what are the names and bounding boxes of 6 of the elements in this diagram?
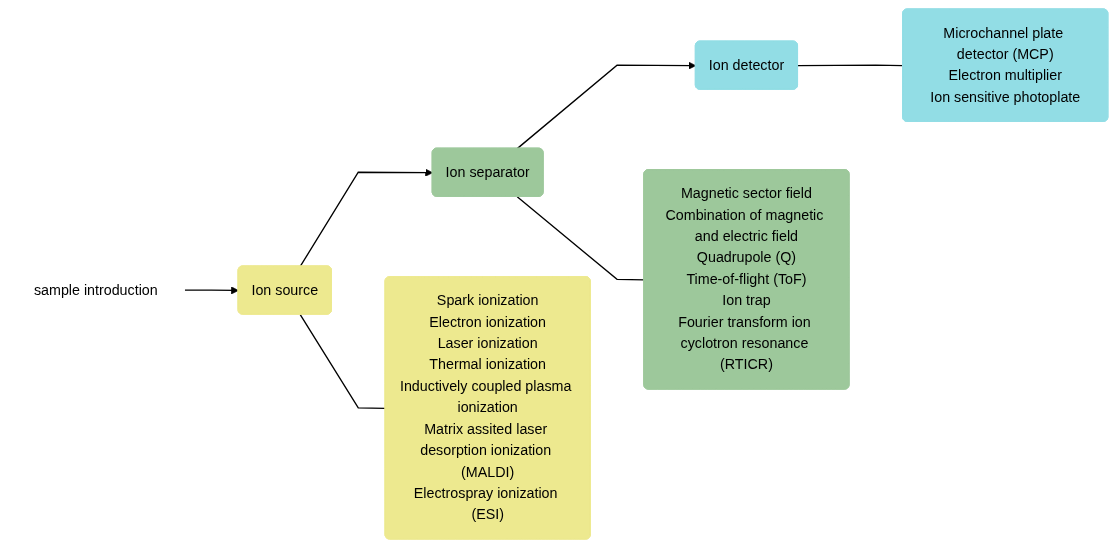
connector [299,313,387,409]
connector [797,64,904,67]
arrow [183,286,239,295]
arrow [516,61,697,150]
connector [516,196,645,281]
node-text: sample introduction [33,282,158,298]
